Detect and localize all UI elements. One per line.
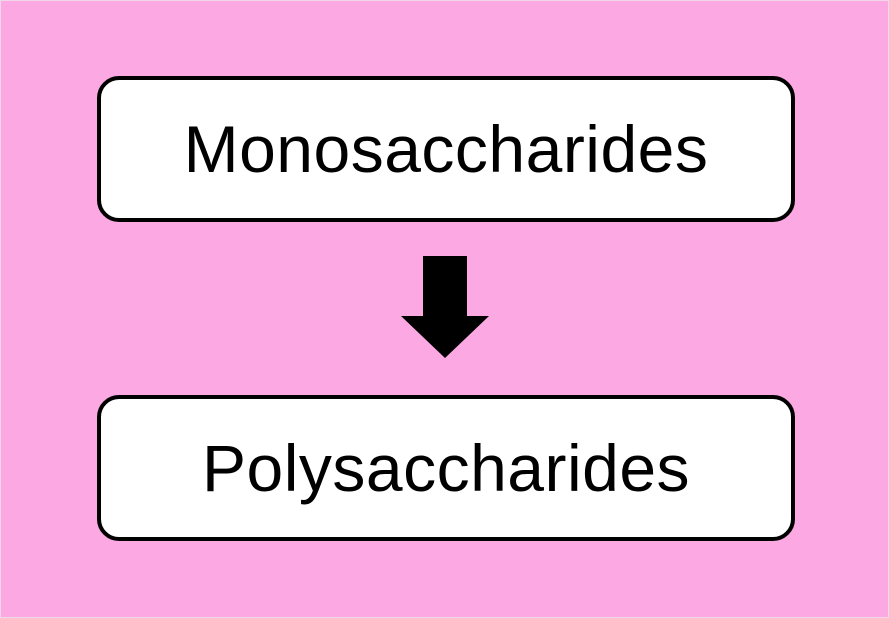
polysaccharides-node: Polysaccharides	[97, 395, 795, 541]
monosaccharides-node: Monosaccharides	[97, 76, 795, 222]
arrow-down-icon	[401, 256, 489, 358]
node-label: Polysaccharides	[201, 431, 691, 505]
node-label: Monosaccharides	[183, 112, 709, 186]
